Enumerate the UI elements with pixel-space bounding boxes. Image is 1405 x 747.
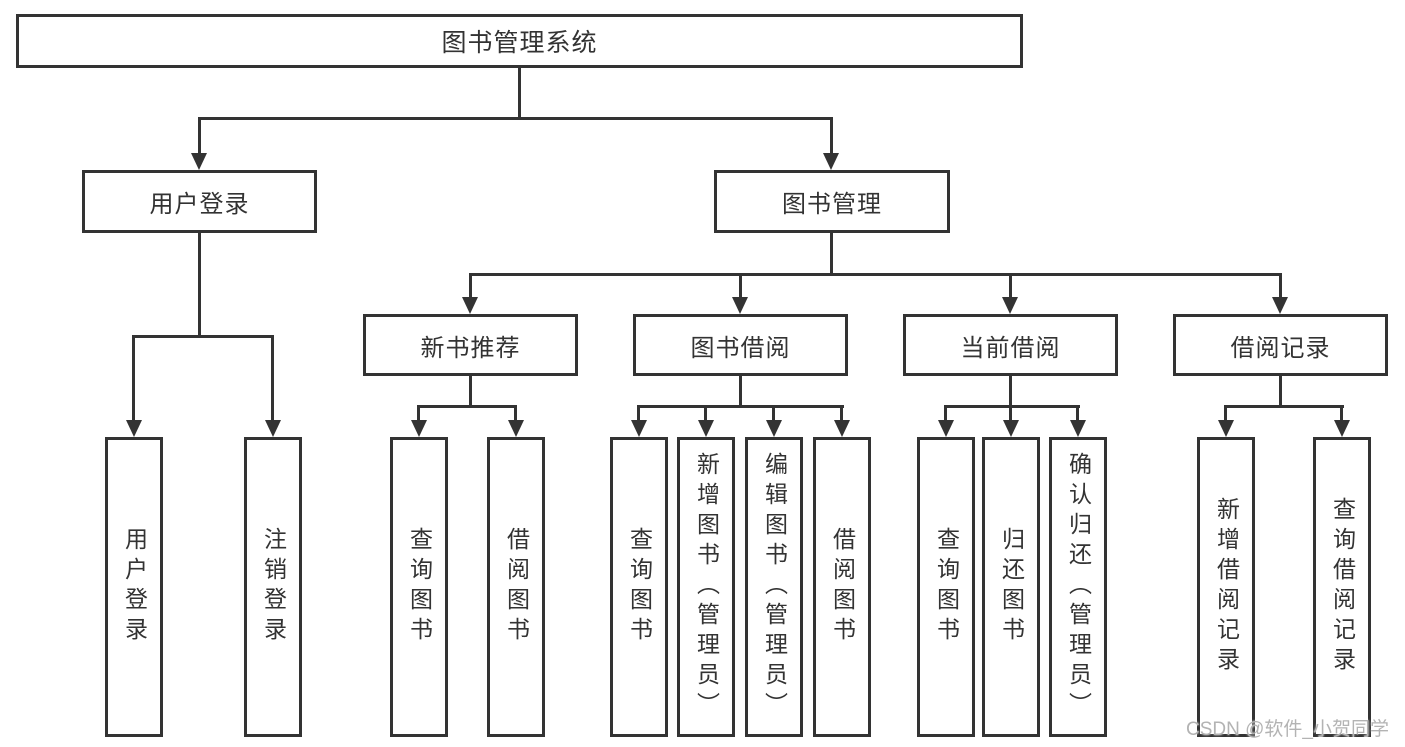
leaf-newbook-query-books-label: 查询图书	[406, 527, 433, 647]
node-new-book-recommend: 新书推荐	[363, 314, 578, 376]
connector-line	[830, 117, 833, 154]
leaf-current-confirm-return-admin: 确认归还（管理员）	[1049, 437, 1107, 737]
leaf-borrow-query-books: 查询图书	[610, 437, 668, 737]
arrow-down-icon	[732, 297, 748, 314]
leaf-current-return-books: 归还图书	[982, 437, 1040, 737]
arrow-down-icon	[766, 420, 782, 437]
connector-line	[944, 405, 947, 421]
arrow-down-icon	[411, 420, 427, 437]
connector-line	[739, 376, 742, 408]
node-book-borrow: 图书借阅	[633, 314, 848, 376]
connector-line	[469, 273, 1281, 276]
connector-line	[132, 335, 274, 338]
node-borrow-records-label: 借阅记录	[1230, 334, 1331, 362]
connector-line	[739, 273, 742, 299]
arrow-down-icon	[631, 420, 647, 437]
arrow-down-icon	[834, 420, 850, 437]
connector-line	[637, 405, 640, 421]
leaf-current-query-books-label: 查询图书	[933, 527, 960, 647]
node-book-mgmt: 图书管理	[714, 170, 950, 233]
connector-line	[1076, 405, 1079, 421]
connector-line	[1009, 376, 1012, 408]
node-root-label: 图书管理系统	[441, 29, 598, 57]
arrow-down-icon	[823, 153, 839, 170]
connector-line	[469, 376, 472, 408]
connector-line	[469, 273, 472, 299]
leaf-current-return-books-label: 归还图书	[998, 527, 1025, 647]
node-borrow-records: 借阅记录	[1173, 314, 1388, 376]
connector-line	[271, 335, 274, 421]
node-current-borrow-label: 当前借阅	[960, 334, 1061, 362]
leaf-current-confirm-return-admin-label: 确认归还（管理员）	[1065, 452, 1092, 722]
node-user-login: 用户登录	[82, 170, 317, 233]
connector-line	[417, 405, 420, 421]
watermark: CSDN @软件_小贺同学	[1186, 719, 1389, 740]
leaf-newbook-borrow-books: 借阅图书	[487, 437, 545, 737]
connector-line	[1279, 273, 1282, 299]
arrow-down-icon	[1272, 297, 1288, 314]
connector-line	[1340, 405, 1343, 421]
connector-line	[198, 117, 201, 154]
leaf-borrow-edit-books-admin-label: 编辑图书（管理员）	[761, 452, 788, 722]
connector-line	[198, 233, 201, 338]
connector-line	[772, 405, 775, 421]
leaf-records-add-record: 新增借阅记录	[1197, 437, 1255, 737]
connector-line	[514, 405, 517, 421]
leaf-newbook-query-books: 查询图书	[390, 437, 448, 737]
connector-line	[704, 405, 707, 421]
connector-line	[944, 405, 1080, 408]
connector-line	[830, 233, 833, 276]
connector-line	[1009, 405, 1012, 421]
connector-line	[1009, 273, 1012, 299]
node-new-book-recommend-label: 新书推荐	[420, 334, 521, 362]
connector-line	[1224, 405, 1227, 421]
leaf-borrow-edit-books-admin: 编辑图书（管理员）	[745, 437, 803, 737]
arrow-down-icon	[126, 420, 142, 437]
connector-line	[417, 405, 517, 408]
leaf-current-query-books: 查询图书	[917, 437, 975, 737]
connector-line	[198, 117, 832, 120]
node-root: 图书管理系统	[16, 14, 1023, 68]
arrow-down-icon	[1002, 297, 1018, 314]
leaf-records-add-record-label: 新增借阅记录	[1213, 497, 1240, 677]
leaf-user-login-label: 用户登录	[121, 527, 148, 647]
arrow-down-icon	[508, 420, 524, 437]
leaf-borrow-add-books-admin-label: 新增图书（管理员）	[693, 452, 720, 722]
leaf-records-query-record-label: 查询借阅记录	[1329, 497, 1356, 677]
leaf-logout-login: 注销登录	[244, 437, 302, 737]
arrow-down-icon	[265, 420, 281, 437]
connector-line	[132, 335, 135, 421]
arrow-down-icon	[698, 420, 714, 437]
node-book-borrow-label: 图书借阅	[690, 334, 791, 362]
arrow-down-icon	[191, 153, 207, 170]
connector-line	[518, 68, 521, 120]
leaf-borrow-borrow-books: 借阅图书	[813, 437, 871, 737]
leaf-borrow-borrow-books-label: 借阅图书	[829, 527, 856, 647]
leaf-borrow-query-books-label: 查询图书	[626, 527, 653, 647]
leaf-logout-login-label: 注销登录	[260, 527, 287, 647]
connector-line	[1279, 376, 1282, 408]
arrow-down-icon	[1070, 420, 1086, 437]
leaf-user-login: 用户登录	[105, 437, 163, 737]
arrow-down-icon	[1003, 420, 1019, 437]
connector-line	[840, 405, 843, 421]
arrow-down-icon	[1218, 420, 1234, 437]
connector-line	[1224, 405, 1344, 408]
arrow-down-icon	[938, 420, 954, 437]
arrow-down-icon	[462, 297, 478, 314]
leaf-records-query-record: 查询借阅记录	[1313, 437, 1371, 737]
node-current-borrow: 当前借阅	[903, 314, 1118, 376]
connector-line	[637, 405, 844, 408]
leaf-borrow-add-books-admin: 新增图书（管理员）	[677, 437, 735, 737]
arrow-down-icon	[1334, 420, 1350, 437]
node-user-login-label: 用户登录	[149, 191, 250, 218]
leaf-newbook-borrow-books-label: 借阅图书	[503, 527, 530, 647]
node-book-mgmt-label: 图书管理	[782, 191, 882, 218]
